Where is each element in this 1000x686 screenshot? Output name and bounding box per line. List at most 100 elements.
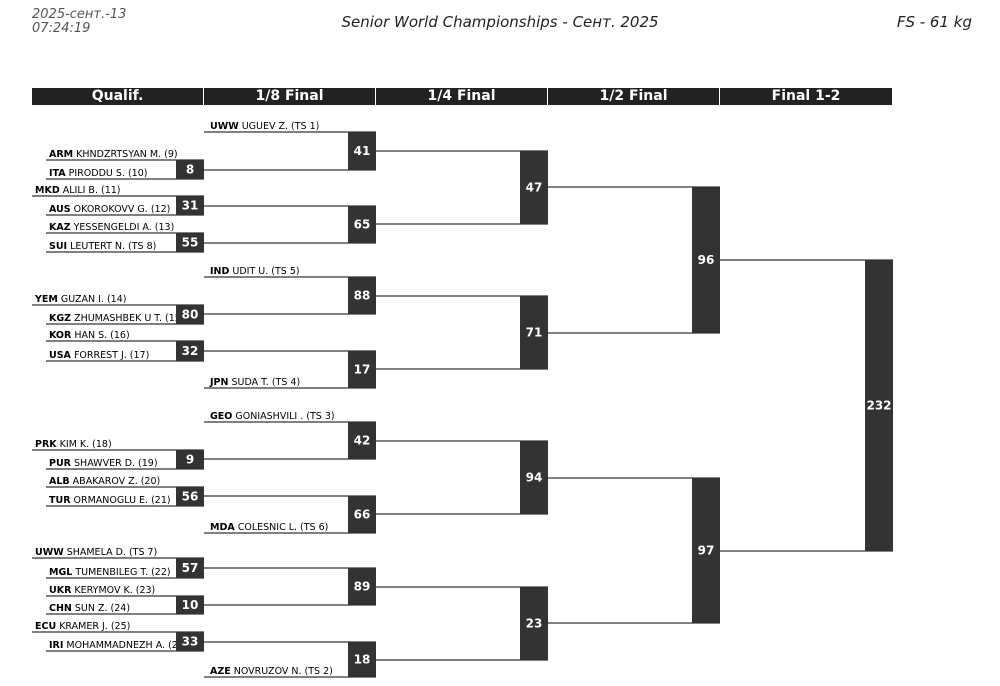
quarter-bout-number: 94: [526, 471, 543, 485]
quarter-bout-number: 47: [526, 181, 543, 195]
wrestler-country-code: ARM: [49, 149, 73, 160]
qualif-bout-box: [176, 341, 204, 361]
qualif-bout-box: [176, 305, 204, 324]
seeded-wrestler: GEO GONIASHVILI . (TS 3): [210, 411, 335, 422]
print-date: 2025-сент.-13: [32, 7, 127, 22]
wrestler-country-code: CHN: [49, 603, 72, 614]
eighth-bout-box: [348, 642, 376, 677]
quarter-bout-number: 23: [526, 617, 543, 631]
qualif-wrestler: KAZ YESSENGELDI A. (13): [49, 222, 174, 233]
wrestler-country-code: ITA: [49, 168, 66, 179]
wrestler-country-code: PUR: [49, 458, 72, 469]
eighth-bout-number: 65: [354, 218, 371, 232]
wrestler-name: UDIT U. (TS 5): [229, 266, 299, 277]
wrestler-country-code: IND: [210, 266, 229, 277]
eighth-bout-number: 66: [354, 508, 371, 522]
seeded-wrestler: UWW UGUEV Z. (TS 1): [210, 121, 319, 132]
qualif-bout-number: 57: [182, 561, 199, 575]
quarter-bout-box: [520, 296, 548, 369]
weight-category: FS - 61 kg: [896, 13, 972, 31]
wrestler-name: COLESNIC L. (TS 6): [235, 522, 329, 533]
wrestler-country-code: UWW: [35, 547, 64, 558]
qualif-bout-number: 8: [186, 163, 194, 177]
qualif-wrestler: ARM KHNDZRTSYAN M. (9): [49, 149, 178, 160]
wrestler-country-code: SUI: [49, 241, 67, 252]
eighth-bout-box: [348, 277, 376, 314]
eighth-bout-box: [348, 568, 376, 605]
wrestler-name: ABAKAROV Z. (20): [70, 476, 161, 487]
qualif-bout-number: 32: [182, 344, 199, 358]
eighth-bout-box: [348, 206, 376, 243]
qualif-wrestler: KOR HAN S. (16): [49, 330, 130, 341]
wrestler-country-code: JPN: [209, 377, 228, 388]
timestamp: 2025-сент.-13 07:24:19: [32, 8, 126, 36]
seeded-wrestler: JPN SUDA T. (TS 4): [209, 377, 300, 388]
qualif-bout-box: [176, 558, 204, 578]
qualif-wrestler: AUS OKOROKOVV G. (12): [49, 204, 170, 215]
wrestler-name: SUN Z. (24): [72, 603, 130, 614]
qualif-wrestler: KGZ ZHUMASHBEK U T. (15): [49, 313, 185, 324]
eighth-bout-number: 88: [354, 289, 371, 303]
quarter-bout-number: 71: [526, 326, 543, 340]
column-header-qualif: Qualif.: [32, 88, 204, 105]
wrestler-name: ALILI B. (11): [60, 185, 121, 196]
qualif-wrestler: IRI MOHAMMADNEZH A. (26): [49, 640, 188, 651]
eighth-bout-number: 41: [354, 144, 371, 158]
semi-bout-number: 97: [698, 544, 715, 558]
wrestler-name: SUDA T. (TS 4): [228, 377, 300, 388]
qualif-bout-box: [176, 450, 204, 469]
wrestler-country-code: MGL: [49, 567, 72, 578]
eighth-bout-box: [348, 351, 376, 388]
qualif-bout-number: 9: [186, 453, 194, 467]
qualif-bout-number: 56: [182, 490, 199, 504]
wrestler-country-code: ECU: [35, 621, 56, 632]
wrestler-name: TUMENBILEG T. (22): [72, 567, 170, 578]
wrestler-country-code: MDA: [210, 522, 235, 533]
column-header-quarter-final: 1/4 Final: [376, 88, 548, 105]
wrestler-name: KRAMER J. (25): [56, 621, 130, 632]
quarter-bout-box: [520, 151, 548, 224]
wrestler-name: ORMANOGLU E. (21): [71, 495, 171, 506]
column-header-final: Final 1-2: [720, 88, 893, 105]
seeded-wrestler: MDA COLESNIC L. (TS 6): [210, 522, 328, 533]
qualif-wrestler: SUI LEUTERT N. (TS 8): [49, 241, 156, 252]
wrestler-name: MOHAMMADNEZH A. (26): [63, 640, 187, 651]
qualif-wrestler: MKD ALILI B. (11): [35, 185, 121, 196]
wrestler-country-code: GEO: [210, 411, 232, 422]
final-bout-box: [865, 260, 893, 551]
seeded-wrestler: AZE NOVRUZOV N. (TS 2): [210, 666, 333, 677]
wrestler-name: GONIASHVILI . (TS 3): [232, 411, 334, 422]
wrestler-country-code: KAZ: [49, 222, 71, 233]
eighth-bout-number: 17: [354, 363, 371, 377]
qualif-wrestler: PUR SHAWVER D. (19): [49, 458, 158, 469]
quarter-bout-box: [520, 441, 548, 514]
wrestler-country-code: UKR: [49, 585, 72, 596]
wrestler-name: FORREST J. (17): [71, 350, 149, 361]
qualif-bout-box: [176, 596, 204, 614]
wrestler-name: NOVRUZOV N. (TS 2): [231, 666, 333, 677]
eighth-bout-box: [348, 422, 376, 459]
qualif-wrestler: ECU KRAMER J. (25): [35, 621, 130, 632]
wrestler-country-code: AUS: [49, 204, 71, 215]
qualif-bout-number: 31: [182, 199, 199, 213]
wrestler-name: GUZAN I. (14): [58, 294, 127, 305]
wrestler-country-code: PRK: [35, 439, 57, 450]
wrestler-country-code: ALB: [49, 476, 70, 487]
qualif-bout-box: [176, 160, 204, 179]
qualif-bout-box: [176, 233, 204, 252]
eighth-bout-number: 18: [354, 653, 371, 667]
semi-bout-number: 96: [698, 253, 715, 267]
wrestler-country-code: KOR: [49, 330, 72, 341]
eighth-bout-box: [348, 496, 376, 533]
column-header-semi-final: 1/2 Final: [548, 88, 720, 105]
wrestler-name: LEUTERT N. (TS 8): [67, 241, 156, 252]
qualif-bout-number: 55: [182, 236, 199, 250]
wrestler-name: SHAMELA D. (TS 7): [64, 547, 158, 558]
qualif-wrestler: ITA PIRODDU S. (10): [49, 168, 147, 179]
quarter-bout-box: [520, 587, 548, 660]
wrestler-country-code: IRI: [49, 640, 63, 651]
qualif-wrestler: ALB ABAKAROV Z. (20): [49, 476, 160, 487]
wrestler-name: YESSENGELDI A. (13): [71, 222, 175, 233]
wrestler-name: KERYMOV K. (23): [71, 585, 155, 596]
qualif-bout-number: 33: [182, 635, 199, 649]
